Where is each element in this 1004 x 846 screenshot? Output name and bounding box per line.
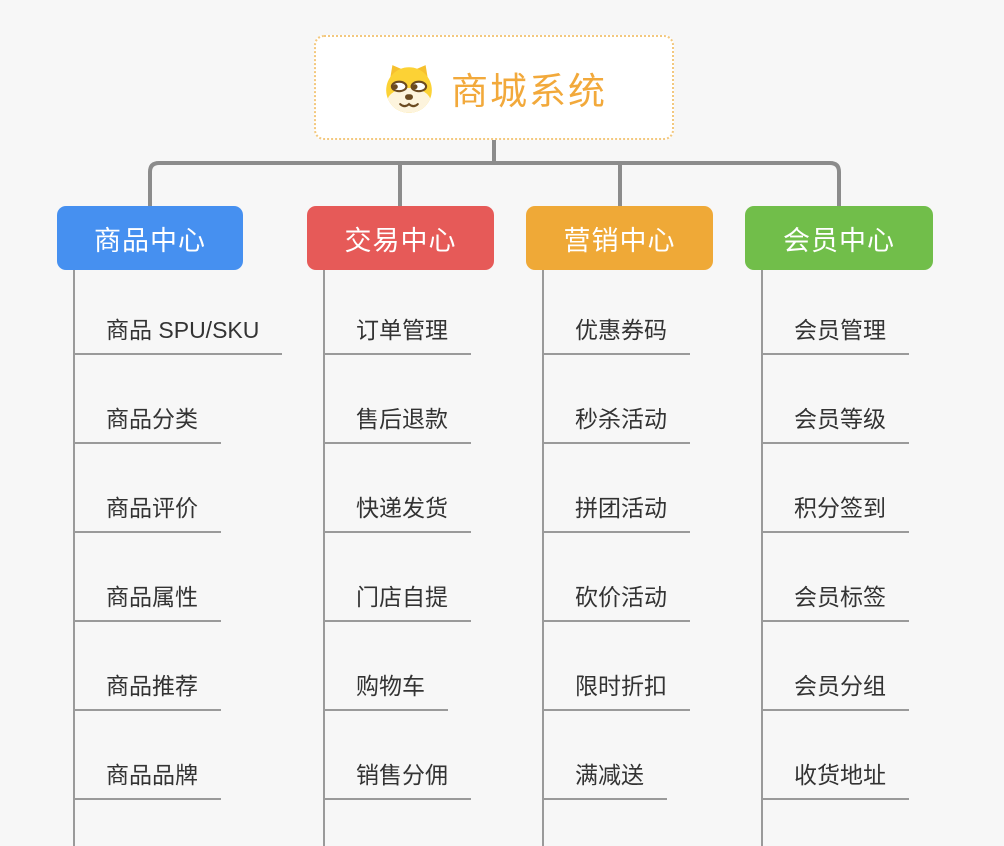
sub-item[interactable]: 商品推荐 bbox=[73, 671, 221, 711]
sub-item[interactable]: 商品评价 bbox=[73, 493, 221, 533]
sub-item[interactable]: 优惠券码 bbox=[542, 315, 690, 355]
sub-item[interactable]: 商品属性 bbox=[73, 582, 221, 622]
sub-item[interactable]: 砍价活动 bbox=[542, 582, 690, 622]
dog-face-icon bbox=[381, 62, 437, 114]
branch-children-column-product: 商品 SPU/SKU 商品分类 商品评价 商品属性 商品推荐 商品品牌 bbox=[73, 269, 283, 846]
sub-item[interactable]: 满减送 bbox=[542, 760, 667, 800]
sub-item[interactable]: 订单管理 bbox=[323, 315, 471, 355]
branch-bus-line bbox=[148, 161, 841, 207]
branch-node-member-center[interactable]: 会员中心 bbox=[745, 206, 933, 270]
sub-item[interactable]: 售后退款 bbox=[323, 404, 471, 444]
branch-node-marketing-center[interactable]: 营销中心 bbox=[526, 206, 713, 270]
branch-label: 营销中心 bbox=[563, 225, 676, 256]
branch-label: 商品中心 bbox=[94, 225, 206, 256]
branch-label: 交易中心 bbox=[344, 225, 457, 256]
sub-item[interactable]: 拼团活动 bbox=[542, 493, 690, 533]
sub-item[interactable]: 会员分组 bbox=[761, 671, 909, 711]
branch-children-column-member: 会员管理 会员等级 积分签到 会员标签 会员分组 收货地址 bbox=[761, 269, 909, 846]
branch-node-product-center[interactable]: 商品中心 bbox=[57, 206, 243, 270]
branch-children-column-marketing: 优惠券码 秒杀活动 拼团活动 砍价活动 限时折扣 满减送 bbox=[542, 269, 690, 846]
sub-item[interactable]: 商品分类 bbox=[73, 404, 221, 444]
sub-item[interactable]: 商品 SPU/SKU bbox=[73, 315, 283, 355]
sub-item[interactable]: 秒杀活动 bbox=[542, 404, 690, 444]
sub-item[interactable]: 销售分佣 bbox=[323, 760, 471, 800]
sub-item[interactable]: 限时折扣 bbox=[542, 671, 690, 711]
sub-item[interactable]: 商品品牌 bbox=[73, 760, 221, 800]
branch-node-trade-center[interactable]: 交易中心 bbox=[307, 206, 494, 270]
sub-item[interactable]: 积分签到 bbox=[761, 493, 909, 533]
sub-item[interactable]: 快递发货 bbox=[323, 493, 471, 533]
branch-children-column-trade: 订单管理 售后退款 快递发货 门店自提 购物车 销售分佣 bbox=[323, 269, 471, 846]
branch-label: 会员中心 bbox=[783, 225, 895, 256]
root-label: 商城系统 bbox=[451, 70, 607, 112]
sub-item[interactable]: 购物车 bbox=[323, 671, 448, 711]
sub-item[interactable]: 会员等级 bbox=[761, 404, 909, 444]
sub-item[interactable]: 门店自提 bbox=[323, 582, 471, 622]
sub-item[interactable]: 会员标签 bbox=[761, 582, 909, 622]
root-node[interactable]: 商城系统 bbox=[314, 35, 674, 140]
sub-item[interactable]: 收货地址 bbox=[761, 760, 909, 800]
sub-item[interactable]: 会员管理 bbox=[761, 315, 909, 355]
